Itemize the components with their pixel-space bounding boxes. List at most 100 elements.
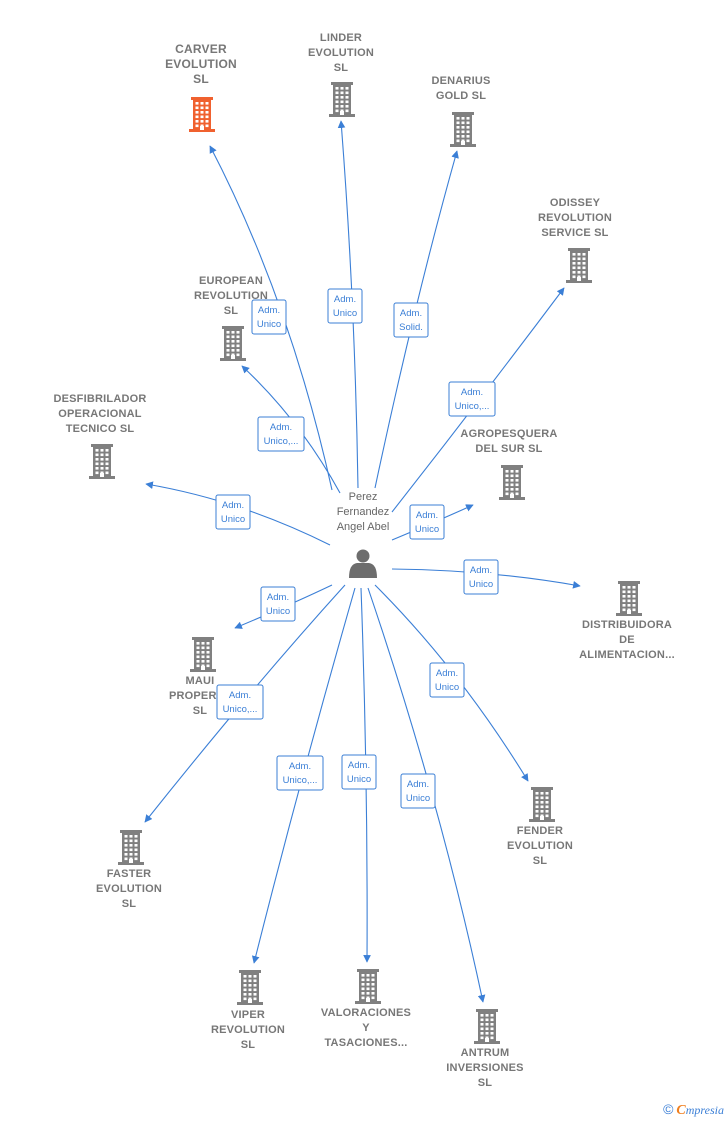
role-badge-linder[interactable]: Adm. Unico [327, 288, 363, 324]
role-text: Unico [347, 774, 371, 785]
building-icon-linder[interactable] [329, 82, 355, 117]
role-text: Adm. [436, 668, 458, 679]
brand-watermark: ©Cmpresia [663, 1101, 724, 1119]
company-label-denarius-line: GOLD SL [436, 90, 486, 102]
building-icon-agropesquera[interactable] [499, 465, 525, 500]
role-text: Adm. [461, 387, 483, 398]
role-text: Adm. [334, 294, 356, 305]
building-icon-desfibrilador[interactable] [89, 444, 115, 479]
company-label-viper-line: REVOLUTION [211, 1024, 285, 1036]
building-icon-viper[interactable] [237, 970, 263, 1005]
building-icon-denarius[interactable] [450, 112, 476, 147]
role-text: Adm. [267, 592, 289, 603]
company-label-european-line: SL [224, 305, 239, 317]
role-text: Adm. [229, 690, 251, 701]
role-text: Adm. [470, 565, 492, 576]
role-text: Unico [266, 606, 290, 617]
role-badge-antrum[interactable]: Adm.Unico [400, 773, 436, 809]
role-badge-maui[interactable]: Adm. Unico [260, 586, 296, 622]
building-icon-maui[interactable] [190, 637, 216, 672]
role-badge-agropesquera[interactable]: Adm. Unico [409, 504, 445, 540]
role-text: Unico,... [283, 775, 318, 786]
building-icon-odissey[interactable] [566, 248, 592, 283]
company-label-maui-line: MAUI [186, 675, 215, 687]
role-text: Adm. [400, 308, 422, 319]
company-label-fender: FENDER EVOLUTION SL [507, 825, 573, 867]
role-badge-fender[interactable]: Adm. Unico [429, 662, 465, 698]
role-text: Unico,... [455, 401, 490, 412]
role-badge-denarius[interactable]: Adm.Solid. [393, 302, 429, 338]
role-text: Adm. [270, 422, 292, 433]
company-label-viper-line: VIPER [231, 1009, 265, 1021]
building-icon-antrum[interactable] [474, 1009, 500, 1044]
company-label-desfibrilador-line: DESFIBRILADOR [53, 393, 146, 405]
role-text: Unico [221, 514, 245, 525]
role-text: Adm. [289, 761, 311, 772]
building-icon-carver[interactable] [189, 97, 215, 132]
company-label-carver-line: CARVER [175, 42, 227, 56]
company-label-linder-line: LINDER [320, 32, 362, 44]
company-label-european-line: REVOLUTION [194, 290, 268, 302]
role-text: Unico [406, 793, 430, 804]
role-text: Unico [415, 524, 439, 535]
role-text: Adm. [348, 760, 370, 771]
role-text: Unico [333, 308, 357, 319]
company-label-maui-line: PROPERTY [169, 690, 232, 702]
role-badge-valoraciones[interactable]: Adm. Unico [341, 754, 377, 790]
role-text: Unico,... [264, 436, 299, 447]
company-label-fender-line: SL [533, 855, 548, 867]
role-badge-european[interactable]: Adm. Unico,... [257, 416, 305, 452]
building-icon-valoraciones[interactable] [355, 969, 381, 1004]
company-label-viper-line: SL [241, 1039, 256, 1051]
company-label-denarius-line: DENARIUS [431, 75, 490, 87]
role-badge-odissey[interactable]: Adm. Unico,... [448, 381, 496, 417]
building-icon-fender[interactable] [529, 787, 555, 822]
company-label-valoraciones-line: TASACIONES... [324, 1037, 407, 1049]
building-icon-distribuidora[interactable] [616, 581, 642, 616]
role-text: Unico [435, 682, 459, 693]
person-label-line: Perez [349, 491, 378, 503]
company-label-antrum-line: INVERSIONES [446, 1062, 523, 1074]
building-icon-european[interactable] [220, 326, 246, 361]
company-label-faster-line: SL [122, 898, 137, 910]
role-badge-desfibrilador[interactable]: Adm. Unico [215, 494, 251, 530]
company-label-odissey-line: ODISSEY [550, 197, 601, 209]
company-label-fender-line: FENDER [517, 825, 563, 837]
role-badge-faster[interactable]: Adm. Unico,... [216, 684, 264, 720]
company-label-desfibrilador-line: OPERACIONAL [58, 408, 142, 420]
company-label-carver-line: SL [193, 72, 209, 86]
company-label-faster-line: FASTER [107, 868, 152, 880]
role-badge-distribuidora[interactable]: Adm.Unico [463, 559, 499, 595]
role-badge-carver[interactable]: Adm. Unico [251, 299, 287, 335]
company-label-linder-line: EVOLUTION [308, 47, 374, 59]
company-label-fender-line: EVOLUTION [507, 840, 573, 852]
person-label-line: Fernandez [337, 506, 390, 518]
role-text: Unico [257, 319, 281, 330]
role-text: Adm. [222, 500, 244, 511]
role-text: Unico,... [223, 704, 258, 715]
building-icon-faster[interactable] [118, 830, 144, 865]
role-text: Adm. [258, 305, 280, 316]
company-label-european-line: EUROPEAN [199, 275, 263, 287]
role-text: Adm. [416, 510, 438, 521]
company-label-linder-line: SL [334, 62, 349, 74]
brand-initial: C [676, 1103, 686, 1118]
company-label-valoraciones-line: VALORACIONES [321, 1007, 411, 1019]
company-label-viper: VIPER REVOLUTION SL [211, 1009, 285, 1051]
company-label-distribuidora-line: DE [619, 634, 635, 646]
company-label-antrum-line: ANTRUM [461, 1047, 510, 1059]
person-label-line: Angel Abel [337, 521, 390, 533]
role-badge-viper[interactable]: Adm. Unico,... [276, 755, 324, 791]
company-label-desfibrilador: DESFIBRILADOR OPERACIONAL TECNICO SL [53, 393, 146, 435]
company-label-desfibrilador-line: TECNICO SL [66, 423, 135, 435]
person-icon[interactable] [349, 549, 377, 579]
